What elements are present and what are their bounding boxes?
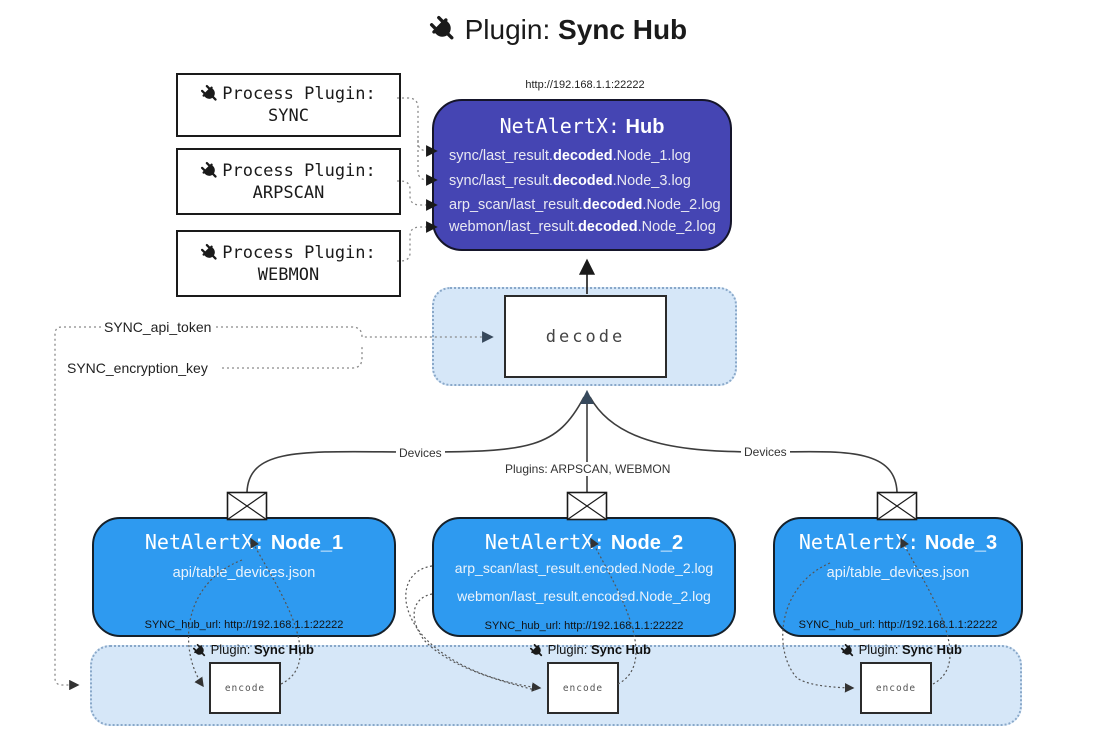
process-plugin-label: Process Plugin: bbox=[222, 242, 376, 263]
process-plugin-name: SYNC bbox=[268, 106, 309, 126]
hub-title: NetAlertX: Hub bbox=[434, 114, 730, 139]
node-title: NetAlertX: Node_1 bbox=[144, 530, 344, 554]
hub-log-lines: sync/last_result.decoded.Node_1.log sync… bbox=[449, 144, 724, 238]
hub-url: http://192.168.1.1:22222 bbox=[525, 79, 645, 91]
sync-encryption-key-label: SYNC_encryption_key bbox=[64, 360, 211, 376]
plug-icon bbox=[198, 158, 223, 183]
edge-label-plugins: Plugins: ARPSCAN, WEBMON bbox=[502, 462, 674, 476]
process-plugin-name: ARPSCAN bbox=[252, 182, 325, 203]
process-plugin-label: Process Plugin: bbox=[222, 84, 376, 104]
encode-box-1: encode bbox=[209, 662, 281, 714]
node-hub-url: SYNC_hub_url: http://192.168.1.1:22222 bbox=[798, 619, 998, 631]
process-plugin-sync-box: Process Plugin: SYNC bbox=[176, 73, 401, 137]
edge-label-devices-left: Devices bbox=[396, 446, 445, 460]
node-1-box: NetAlertX: Node_1 api/table_devices.json… bbox=[92, 517, 396, 637]
encode-box-2: encode bbox=[547, 662, 619, 714]
hub-log-line: sync/last_result.decoded.Node_3.log bbox=[449, 173, 691, 189]
node-line: api/table_devices.json bbox=[826, 565, 970, 581]
node-to-decode-edges bbox=[246, 389, 898, 493]
plug-icon bbox=[838, 641, 858, 661]
node-title: NetAlertX: Node_3 bbox=[798, 530, 998, 554]
bottom-plugin-label-2: Plugin: Sync Hub bbox=[530, 642, 651, 658]
hub-title-prefix: NetAlertX: bbox=[499, 114, 620, 138]
hub-log-line: webmon/last_result.decoded.Node_2.log bbox=[449, 219, 716, 235]
envelope-icon bbox=[566, 491, 608, 521]
hub-title-name: Hub bbox=[625, 116, 665, 138]
process-plugin-name: WEBMON bbox=[257, 264, 320, 285]
node-title: NetAlertX: Node_2 bbox=[484, 530, 684, 554]
process-plugin-arpscan-box: Process Plugin: ARPSCAN bbox=[176, 148, 401, 215]
plugin-to-hub-connectors bbox=[397, 97, 438, 262]
envelope-icon bbox=[876, 491, 918, 521]
plug-icon bbox=[198, 240, 223, 265]
hub-box: NetAlertX: Hub sync/last_result.decoded.… bbox=[432, 99, 732, 251]
plug-icon bbox=[190, 641, 210, 661]
page-title: Plugin: Sync Hub bbox=[0, 14, 1117, 46]
sync-api-token-label: SYNC_api_token bbox=[101, 319, 215, 335]
node-hub-url: SYNC_hub_url: http://192.168.1.1:22222 bbox=[484, 620, 684, 632]
process-plugin-webmon-box: Process Plugin: WEBMON bbox=[176, 230, 401, 297]
node-3-box: NetAlertX: Node_3 api/table_devices.json… bbox=[773, 517, 1023, 637]
envelope-icons bbox=[226, 491, 918, 521]
decode-label: decode bbox=[545, 326, 626, 347]
encode-box-3: encode bbox=[860, 662, 932, 714]
node-hub-url: SYNC_hub_url: http://192.168.1.1:22222 bbox=[144, 619, 344, 631]
plug-icon bbox=[198, 81, 223, 106]
edge-label-devices-right: Devices bbox=[741, 445, 790, 459]
bottom-plugin-label-1: Plugin: Sync Hub bbox=[193, 642, 314, 658]
page-title-name: Sync Hub bbox=[558, 14, 688, 45]
node-2-box: NetAlertX: Node_2 arp_scan/last_result.e… bbox=[432, 517, 736, 637]
node-line: webmon/last_result.encoded.Node_2.log bbox=[457, 588, 711, 604]
decode-box: decode bbox=[504, 295, 667, 378]
node-line: arp_scan/last_result.encoded.Node_2.log bbox=[454, 560, 714, 576]
plug-icon bbox=[527, 641, 547, 661]
bottom-plugin-label-3: Plugin: Sync Hub bbox=[841, 642, 962, 658]
process-plugin-label: Process Plugin: bbox=[222, 160, 376, 181]
page-title-prefix: Plugin: bbox=[464, 14, 551, 45]
plug-icon bbox=[424, 10, 462, 48]
hub-log-line: sync/last_result.decoded.Node_1.log bbox=[449, 148, 691, 164]
hub-log-line: arp_scan/last_result.decoded.Node_2.log bbox=[449, 197, 721, 213]
node-line: api/table_devices.json bbox=[172, 565, 316, 581]
envelope-icon bbox=[226, 491, 268, 521]
